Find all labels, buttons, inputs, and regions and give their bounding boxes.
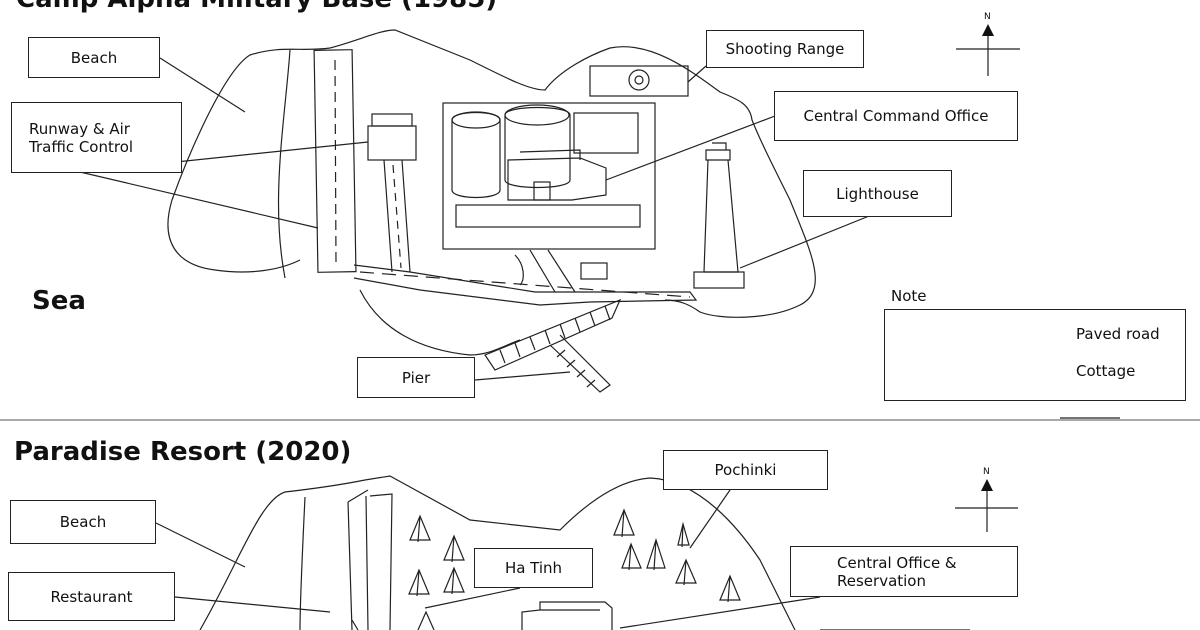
compound [442, 102, 656, 250]
north-letter-2020: N [983, 467, 990, 477]
island-outline-1985 [167, 29, 816, 356]
map-title-1985: Camp Alpha Military Base (1985) [16, 0, 497, 14]
label-ha-tinh: Ha Tinh [474, 548, 593, 588]
central-building-2020 [521, 601, 613, 630]
label-central-office-reservation: Central Office & Reservation [790, 546, 1018, 597]
road-from-compound [529, 249, 576, 293]
label-lighthouse: Lighthouse [803, 170, 952, 217]
legend-paved-road: Paved road [1076, 325, 1160, 343]
beach-strip-1985 [277, 49, 291, 279]
label-beach-2020: Beach [10, 500, 156, 544]
shooting-range [589, 65, 689, 97]
runway-strip [313, 49, 357, 273]
label-pochinki: Pochinki [663, 450, 828, 490]
sea-label: Sea [32, 286, 86, 316]
barracks [455, 204, 641, 228]
paved-road-main [353, 264, 698, 306]
label-beach-1985: Beach [28, 37, 160, 78]
atc-tower-top [371, 113, 413, 127]
label-runway-atc: Runway & Air Traffic Control [11, 102, 182, 173]
annex-building [573, 112, 639, 154]
map-title-2020: Paradise Resort (2020) [14, 437, 352, 467]
island-outline-2020 [199, 475, 796, 630]
legend-title: Note [891, 287, 927, 305]
road-tower-dash [392, 164, 402, 269]
legend-cottage: Cottage [1076, 362, 1136, 380]
north-letter-1985: N [984, 12, 991, 22]
command-building [507, 149, 607, 201]
label-central-command-office: Central Command Office [774, 91, 1018, 141]
label-restaurant: Restaurant [8, 572, 175, 621]
beach-strip-2020 [299, 496, 306, 630]
road-main-dash [359, 271, 691, 298]
label-shooting-range: Shooting Range [706, 30, 864, 68]
north-arrow-head-2020 [981, 479, 993, 491]
atc-tower-body [367, 125, 417, 161]
legend-box [884, 309, 1186, 401]
runway-2020 [347, 489, 393, 630]
runway-centerline [334, 59, 337, 266]
cottage-cluster-west [408, 514, 465, 630]
cottage-cluster-east [613, 508, 741, 603]
label-pier: Pier [357, 357, 475, 398]
north-arrow-head-1985 [982, 24, 994, 36]
lighthouse [703, 142, 739, 273]
road-curve [514, 254, 524, 286]
tank-2 [504, 106, 571, 189]
paved-road-tower [383, 159, 411, 273]
small-building [580, 262, 608, 280]
